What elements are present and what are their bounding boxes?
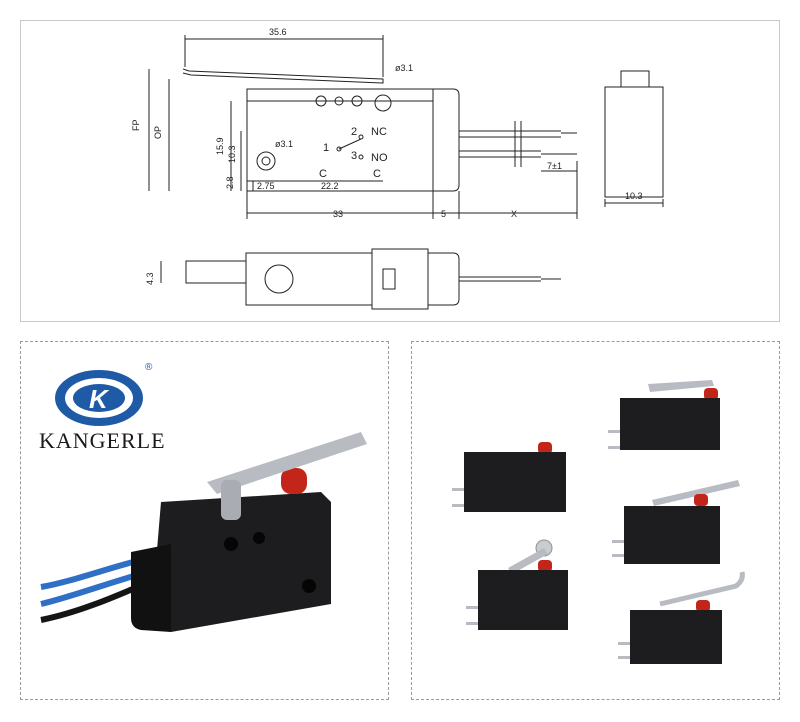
variants-panel: [411, 341, 780, 700]
red-plunger: [281, 468, 307, 494]
pin-nc-top: NC: [371, 126, 387, 138]
dim-offset-2-8: 2.8: [225, 176, 235, 189]
dim-fp: FP: [131, 119, 141, 131]
dim-height-15-9: 15.9: [215, 137, 225, 155]
dim-overall-length: 35.6: [269, 27, 287, 37]
logo-letter: K: [89, 384, 110, 414]
dim-height-10-3: 10.3: [227, 145, 237, 163]
dim-cap-5: 5: [441, 209, 446, 219]
dim-strip-7: 7±1: [547, 161, 562, 171]
pin-3: 3: [351, 150, 357, 162]
dim-op: OP: [153, 126, 163, 139]
dimension-drawing: 35.6 ø3.1 ø3.1 FP OP 15.9 10.3 2.8 2.75 …: [131, 27, 664, 310]
product-photo: [40, 432, 367, 632]
dim-body-33: 33: [333, 209, 343, 219]
pin-1: 1: [323, 142, 329, 154]
pin-c-right: C: [373, 168, 381, 180]
dim-width-10-3: 10.3: [625, 191, 643, 201]
variant-5: [618, 571, 745, 664]
brand-name: KANGERLE: [39, 428, 166, 453]
end-cap-outline: [433, 88, 460, 192]
variant-2: [452, 442, 566, 512]
dim-thickness-4-3: 4.3: [145, 272, 155, 285]
pin-no: NO: [371, 152, 388, 164]
pin-c-left: C: [319, 168, 327, 180]
pin-2: 2: [351, 126, 357, 138]
bottom-lever-outline: [185, 260, 247, 284]
switch-body: [151, 492, 331, 632]
side-view-outline: [604, 86, 664, 198]
dim-hole-bottom: ø3.1: [275, 139, 293, 149]
lever-outline: [182, 68, 384, 84]
dim-pitch-22-2: 22.2: [321, 181, 339, 191]
registered-mark: ®: [145, 362, 153, 373]
technical-drawing-panel: 35.6 ø3.1 ø3.1 FP OP 15.9 10.3 2.8 2.75 …: [20, 20, 780, 322]
dim-offset-2-75: 2.75: [257, 181, 275, 191]
dim-hole-top: ø3.1: [395, 63, 413, 73]
blue-wire: [40, 557, 142, 590]
metal-lever: [207, 432, 367, 494]
variant-4: [466, 539, 568, 630]
dim-lead-x: X: [511, 209, 517, 219]
brand-product-panel: K ® KANGERLE: [20, 341, 389, 700]
variants-illustration: [452, 380, 745, 664]
variant-3: [612, 480, 740, 564]
variant-1: [608, 380, 720, 450]
kangerle-logo: K: [55, 370, 143, 426]
switch-body-outline: [246, 88, 434, 192]
